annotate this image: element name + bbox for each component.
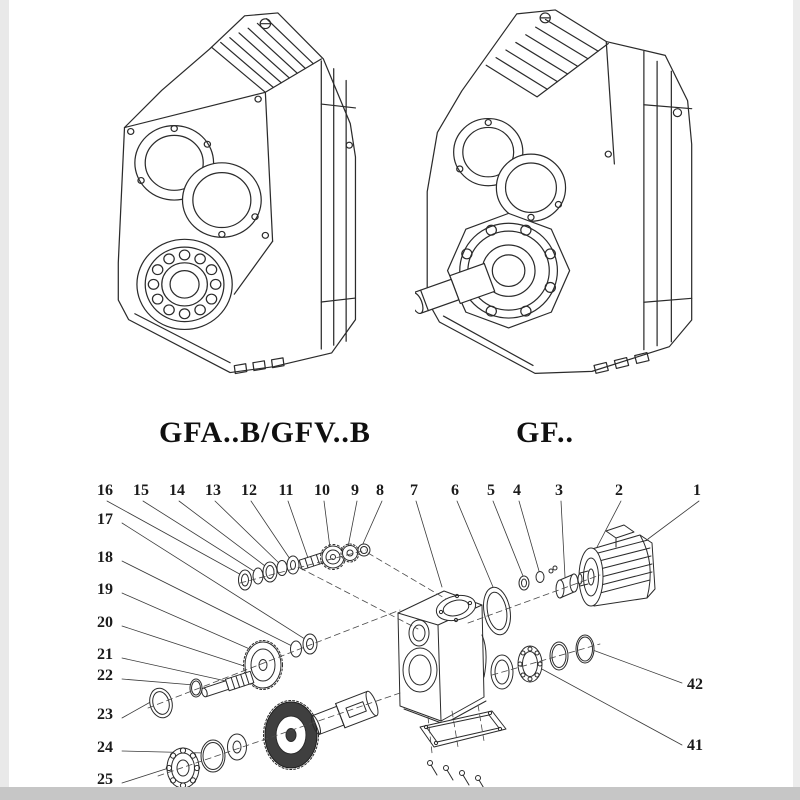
motor	[577, 524, 656, 607]
base-gasket-and-bolts	[419, 710, 507, 791]
output-flange	[446, 212, 571, 329]
callout-3: 3	[555, 482, 563, 499]
callout-22: 22	[97, 667, 113, 684]
output-shaft	[415, 262, 496, 315]
scan-edge-left	[0, 0, 9, 800]
scan-edge-bottom	[0, 787, 800, 800]
callout-16: 16	[97, 482, 113, 499]
callout-1: 1	[693, 482, 701, 499]
callout-23: 23	[97, 706, 113, 723]
callout-19: 19	[97, 581, 113, 598]
callout-4: 4	[513, 482, 521, 499]
corner-bolts	[604, 108, 683, 158]
side-ribs	[605, 40, 693, 351]
scan-edge-right	[793, 0, 800, 800]
callout-17: 17	[97, 511, 113, 528]
input-small-parts	[238, 543, 371, 591]
callout-8: 8	[376, 482, 384, 499]
callout-10: 10	[314, 482, 330, 499]
output-bearing	[136, 238, 233, 331]
base-feet	[442, 315, 650, 374]
base-feet	[134, 313, 285, 375]
callout-14: 14	[169, 482, 185, 499]
callout-24: 24	[97, 739, 113, 756]
input-bores	[453, 117, 567, 222]
top-ribs	[485, 18, 609, 98]
side-ribs	[320, 60, 357, 350]
callout-11: 11	[278, 482, 294, 499]
callout-5: 5	[487, 482, 495, 499]
leader-lines	[106, 500, 700, 784]
gearbox-drawing-gfab	[117, 12, 357, 375]
callout-13: 13	[205, 482, 221, 499]
callout-42: 42	[687, 676, 703, 693]
callout-41: 41	[687, 737, 703, 754]
corner-bolts	[126, 95, 353, 239]
input-bores	[134, 125, 262, 238]
motor-side-parts	[483, 565, 579, 636]
callout-9: 9	[351, 482, 359, 499]
callout-25: 25	[97, 771, 113, 788]
figure-label-gf: GF..	[516, 416, 574, 449]
callout-18: 18	[97, 549, 113, 566]
gearbox-drawing-gf	[415, 9, 693, 374]
callout-15: 15	[133, 482, 149, 499]
callout-2: 2	[615, 482, 623, 499]
output-stage-parts	[165, 690, 379, 789]
callout-6: 6	[451, 482, 459, 499]
callout-12: 12	[241, 482, 257, 499]
exploded-assembly-drawing	[106, 500, 700, 791]
vent-plug	[539, 12, 551, 24]
callout-7: 7	[410, 482, 418, 499]
assembly-axis-lines	[147, 549, 601, 777]
callout-21: 21	[97, 646, 113, 663]
vent-plug	[259, 18, 272, 30]
figure-label-gfab: GFA..B/GFV..B	[159, 416, 371, 449]
exploded-housing	[397, 590, 487, 725]
output-ring-stack	[490, 634, 595, 690]
callout-20: 20	[97, 614, 113, 631]
face-edges	[123, 91, 274, 295]
